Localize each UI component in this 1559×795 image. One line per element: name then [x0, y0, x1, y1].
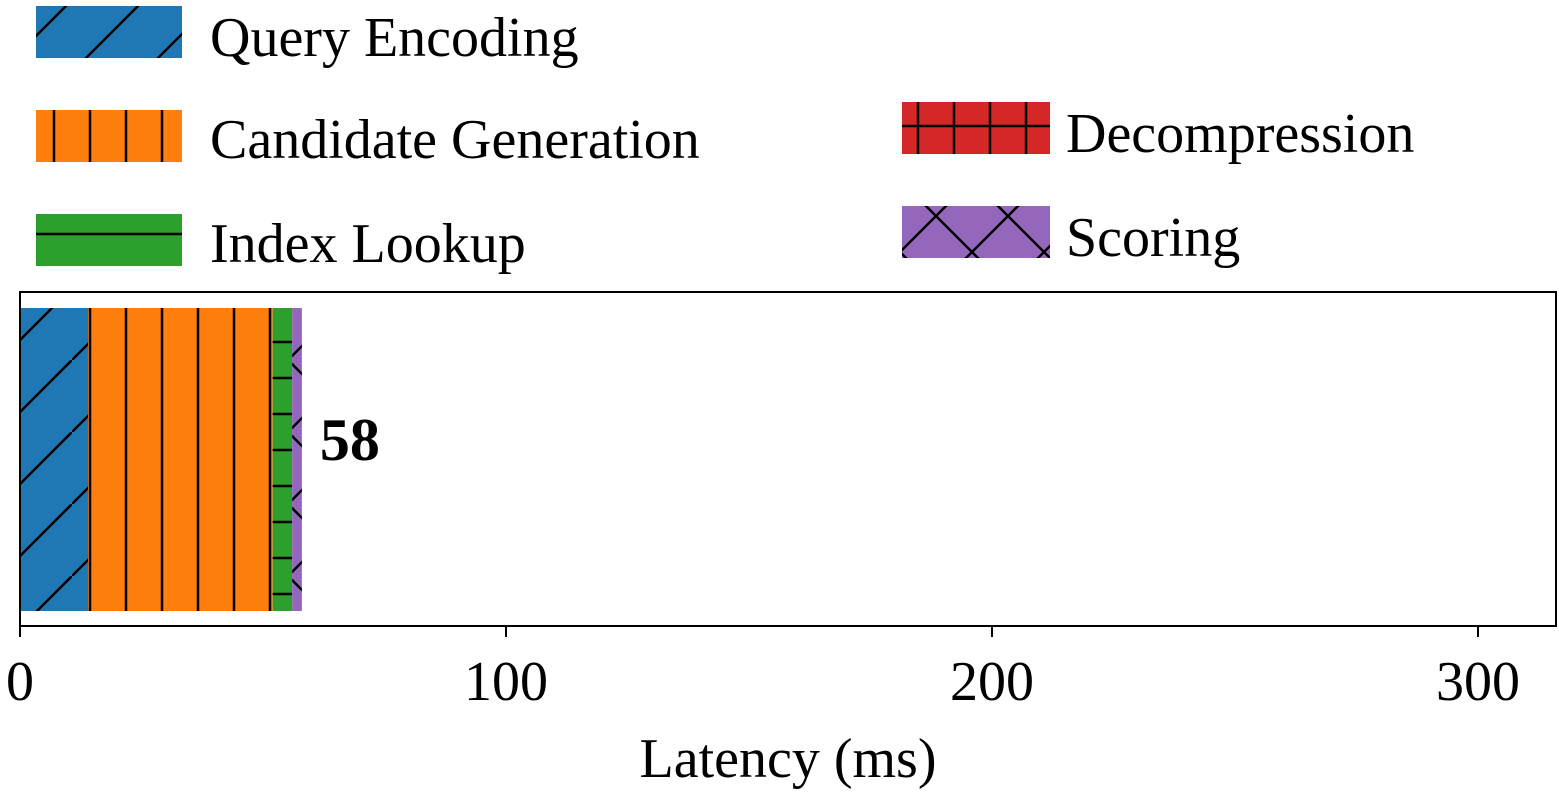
x-tick-label-100: 100 [464, 651, 548, 713]
x-tick-label-300: 300 [1436, 651, 1520, 713]
bar-total-label: 58 [320, 407, 380, 473]
bar-segment-hatch-scoring [292, 308, 302, 611]
legend-label-candidate-generation: Candidate Generation [210, 109, 700, 171]
legend-item-index-lookup: Index Lookup [36, 213, 526, 275]
bar-segments [20, 308, 302, 611]
legend-item-scoring: Scoring [902, 206, 1240, 269]
x-tick-label-0: 0 [6, 651, 34, 713]
legend-item-decompression: Decompression [902, 102, 1414, 165]
legend-item-query-encoding: Query Encoding [36, 6, 579, 69]
bar-segment-hatch-query-encoding [20, 308, 89, 611]
legend-label-query-encoding: Query Encoding [210, 7, 579, 69]
x-axis-label: Latency (ms) [640, 728, 937, 790]
bar-segment-hatch-candidate-generation [88, 308, 273, 611]
bar-segment-hatch-index-lookup [272, 308, 293, 611]
legend-label-scoring: Scoring [1066, 207, 1240, 269]
x-tick-label-200: 200 [950, 651, 1034, 713]
x-axis-ticks: 0 100 200 300 [6, 626, 1520, 713]
legend-label-decompression: Decompression [1066, 103, 1414, 165]
plot-frame [19, 291, 1557, 627]
legend: Query Encoding Candidate Generation Inde… [36, 6, 1414, 275]
legend-item-candidate-generation: Candidate Generation [36, 109, 700, 171]
legend-label-index-lookup: Index Lookup [210, 213, 526, 275]
